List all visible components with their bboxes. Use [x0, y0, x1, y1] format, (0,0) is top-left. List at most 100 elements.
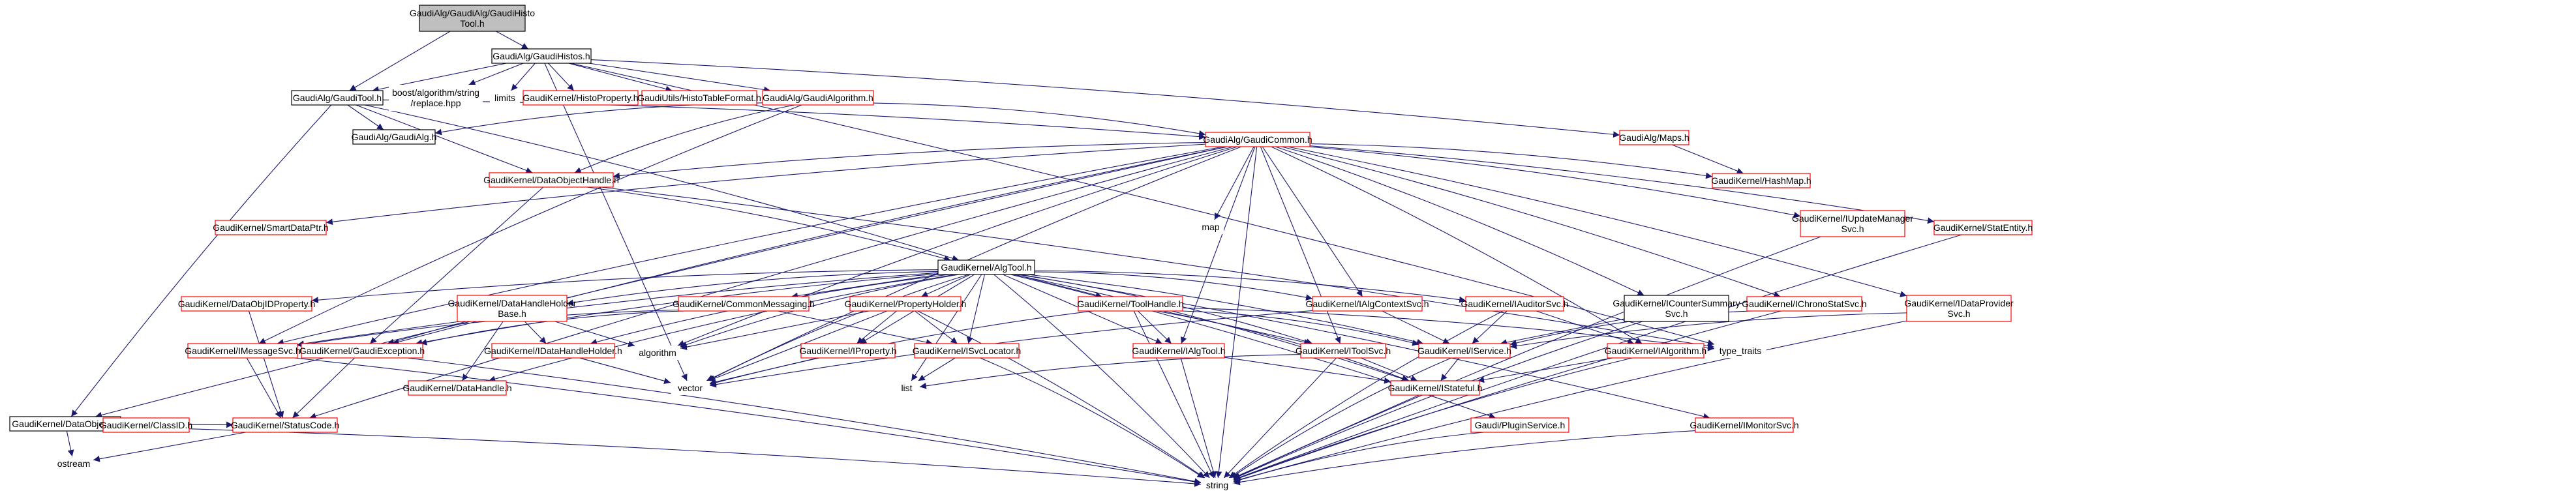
edge-dataprov-to-iservice [1509, 312, 1907, 349]
node-smartptr[interactable]: GaudiKernel/SmartDataPtr.h [213, 220, 329, 235]
node-label-ostream: ostream [57, 458, 91, 469]
node-iservice[interactable]: GaudiKernel/IService.h [1417, 343, 1511, 359]
edge-gexc-to-string [407, 357, 1202, 485]
node-box-map [1198, 220, 1224, 234]
node-datahandle[interactable]: GaudiKernel/DataHandle.h [402, 380, 512, 396]
node-label-propholder: GaudiKernel/PropertyHolder.h [845, 299, 967, 309]
edge-algtool-to-list [911, 274, 982, 381]
node-algtool[interactable]: GaudiKernel/AlgTool.h [937, 259, 1035, 275]
node-label-counter: GaudiKernel/ICounterSummary [1613, 298, 1740, 308]
node-dohandle[interactable]: GaudiKernel/DataObjectHandle.h [483, 172, 619, 188]
node-box-statuscode [232, 417, 338, 433]
edge-common-to-hashmap [1309, 143, 1713, 179]
node-label-toolhandle: GaudiKernel/ToolHandle.h [1077, 299, 1183, 309]
node-tool[interactable]: GaudiAlg/GaudiTool.h [291, 90, 384, 106]
node-gaudialg[interactable]: GaudiAlg/GaudiAlg.h [352, 129, 437, 145]
edge-histos-to-boost [468, 63, 524, 85]
edge-algtool-to-vector [707, 274, 969, 381]
edge-propholder-to-iproperty [856, 310, 897, 344]
node-histoprop[interactable]: GaudiKernel/HistoProperty.h [523, 90, 639, 106]
node-common[interactable]: GaudiAlg/GaudiCommon.h [1203, 132, 1312, 147]
edge-histos-to-histotable [568, 63, 673, 93]
node-label-imsg: GaudiKernel/IMessageSvc.h [185, 346, 300, 356]
edge-histos-to-tool [372, 63, 507, 93]
node-classid[interactable]: GaudiKernel/ClassID.h [100, 417, 192, 433]
node-ialgtool[interactable]: GaudiKernel/IAlgTool.h [1132, 343, 1226, 359]
node-imonitor[interactable]: GaudiKernel/IMonitorSvc.h [1690, 417, 1799, 433]
node-box-toolhandle [1078, 296, 1183, 312]
edge-algtool-to-dobjidprop [311, 269, 939, 304]
edge-tool-to-gaudialg [347, 104, 384, 130]
edge-common-to-chrono [1281, 146, 1781, 298]
edge-histos-to-maps [590, 59, 1620, 138]
edge-dhholder-to-algorithm_std [554, 321, 635, 348]
node-propholder[interactable]: GaudiKernel/PropertyHolder.h [845, 296, 967, 312]
edge-commonmsg-to-isvcloc [778, 310, 933, 346]
node-label-iproperty: GaudiKernel/IProperty.h [799, 346, 896, 356]
node-box-dhholder [457, 295, 568, 322]
node-box-iproperty [800, 343, 896, 359]
node-histos[interactable]: GaudiAlg/GaudiHistos.h [491, 48, 592, 64]
node-label-vector: vector [678, 383, 703, 393]
node-iproperty[interactable]: GaudiKernel/IProperty.h [799, 343, 897, 359]
edge-gexc-to-statuscode [292, 357, 355, 419]
node-ialgctx[interactable]: GaudiKernel/IAlgContextSvc.h [1305, 296, 1429, 312]
edge-toolhandle-to-typetraits [1182, 307, 1715, 351]
edge-common-to-updmgr [1308, 146, 1801, 218]
node-histotable[interactable]: GaudiUtils/HistoTableFormat.h [637, 90, 761, 106]
node-map: map [1198, 220, 1224, 234]
node-label-istateful: GaudiKernel/IStateful.h [1388, 383, 1483, 393]
edge-common-to-itoolsvc [1260, 146, 1341, 344]
node-label-ialgtool: GaudiKernel/IAlgTool.h [1132, 346, 1225, 356]
edge-root-to-tool [349, 31, 451, 91]
edge-root-to-histos [496, 31, 529, 50]
edge-algtool-to-iservice [1027, 274, 1424, 346]
node-dobjidprop[interactable]: GaudiKernel/DataObjIDProperty.h [178, 296, 316, 312]
node-iauditor[interactable]: GaudiKernel/IAuditorSvc.h [1461, 296, 1569, 312]
edge-imsg-to-statuscode [246, 357, 282, 419]
node-imsg[interactable]: GaudiKernel/IMessageSvc.h [185, 343, 301, 359]
node-itoolsvc[interactable]: GaudiKernel/IToolSvc.h [1296, 343, 1391, 359]
node-box-classid [102, 417, 190, 433]
edge-dohandle-to-algtool [586, 186, 951, 262]
node-algorithm[interactable]: GaudiAlg/GaudiAlgorithm.h [762, 90, 874, 106]
node-label-iservice: GaudiKernel/IService.h [1417, 346, 1511, 356]
node-box-histoprop [523, 90, 639, 106]
edge-ialgorithm-to-istateful [1477, 357, 1613, 383]
node-statuscode[interactable]: GaudiKernel/StatusCode.h [231, 417, 340, 433]
node-istateful[interactable]: GaudiKernel/IStateful.h [1388, 380, 1483, 396]
edge-imsg-to-string [294, 357, 1202, 485]
node-hashmap[interactable]: GaudiKernel/HashMap.h [1711, 173, 1811, 188]
node-gexc[interactable]: GaudiKernel/GaudiException.h [299, 343, 425, 359]
node-label-imonitor: GaudiKernel/IMonitorSvc.h [1690, 420, 1798, 430]
node-box-vector [671, 381, 710, 395]
node-isvcloc[interactable]: GaudiKernel/ISvcLocator.h [913, 343, 1022, 359]
node-box-list [894, 381, 920, 395]
node-limits: limits [490, 91, 520, 105]
node-label-isvcloc: GaudiKernel/ISvcLocator.h [913, 346, 1022, 356]
node-box-counter [1624, 295, 1729, 322]
node-label-statuscode: GaudiKernel/StatusCode.h [231, 420, 340, 430]
node-box-algtool [937, 259, 1035, 275]
node-label-algorithm_std: algorithm [639, 348, 676, 358]
node-statentity[interactable]: GaudiKernel/StatEntity.h [1933, 220, 2033, 235]
node-vector: vector [671, 381, 710, 395]
node-chrono[interactable]: GaudiKernel/IChronoStatSvc.h [1742, 296, 1867, 312]
edge-common-to-dohandle [613, 142, 1206, 179]
node-commonmsg[interactable]: GaudiKernel/CommonMessaging.h [673, 296, 815, 312]
node-label-histoprop: GaudiKernel/HistoProperty.h [523, 93, 638, 103]
node-plugin[interactable]: Gaudi/PluginService.h [1470, 417, 1569, 433]
node-idhholder[interactable]: GaudiKernel/IDataHandleHolder.h [484, 343, 622, 359]
node-maps[interactable]: GaudiAlg/Maps.h [1619, 130, 1690, 145]
node-ialgorithm[interactable]: GaudiKernel/IAlgorithm.h [1605, 343, 1706, 359]
edge-ialgctx-to-vector [709, 310, 1313, 388]
edge-common-to-statuscode [309, 146, 1234, 419]
node-toolhandle[interactable]: GaudiKernel/ToolHandle.h [1077, 296, 1184, 312]
node-label-chrono: GaudiKernel/IChronoStatSvc.h [1742, 299, 1866, 309]
edge-statentity-to-string [1233, 234, 1962, 481]
